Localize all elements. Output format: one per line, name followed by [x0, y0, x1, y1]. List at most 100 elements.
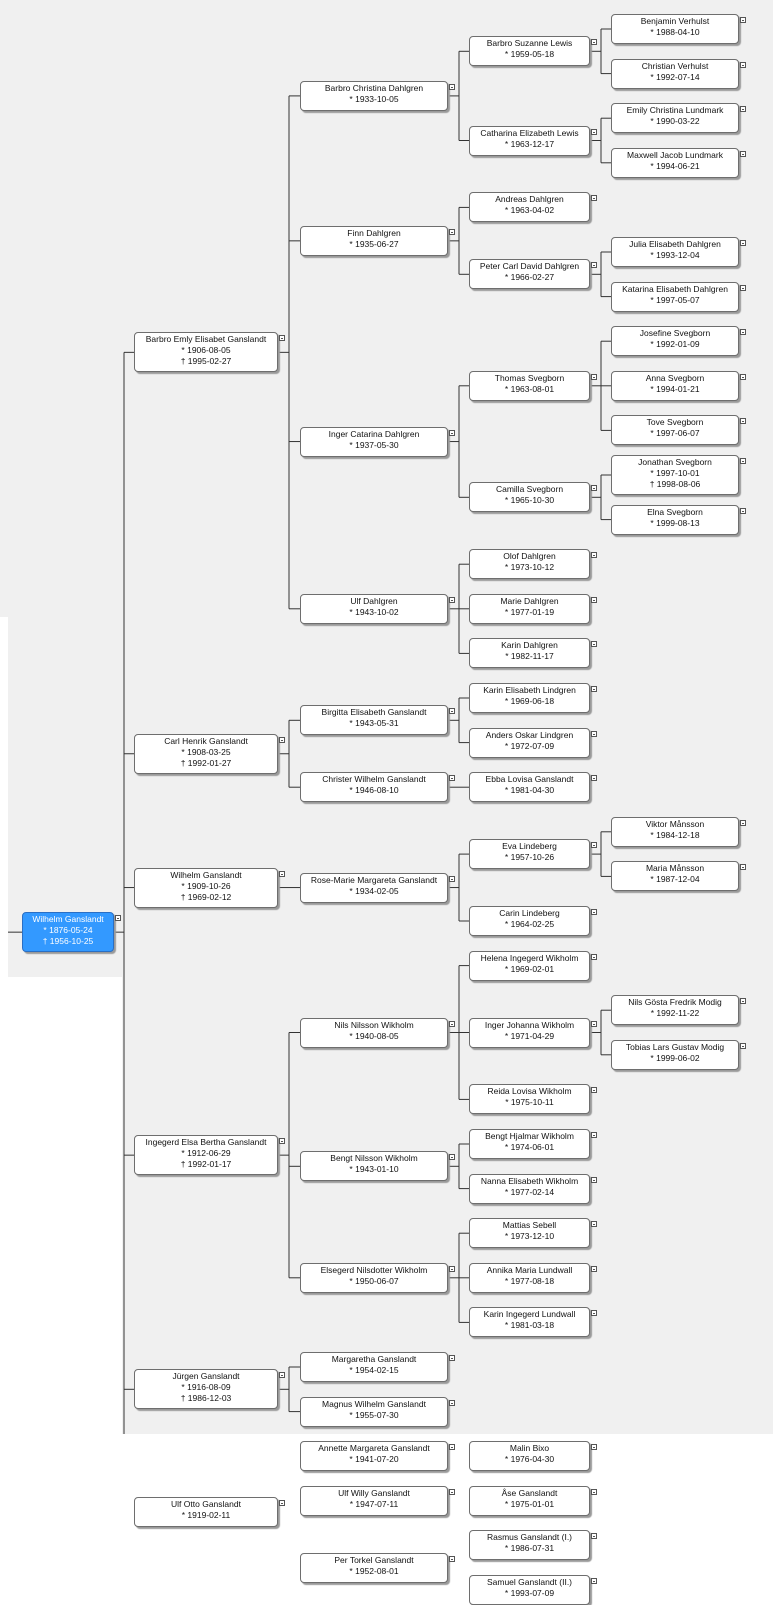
person-node[interactable]: Katarina Elisabeth Dahlgren* 1997-05-07: [611, 281, 739, 312]
expand-toggle-icon[interactable]: [740, 418, 746, 425]
expand-toggle-icon[interactable]: [740, 1042, 746, 1049]
expand-toggle-icon[interactable]: [740, 106, 746, 113]
expand-toggle-icon[interactable]: [591, 128, 597, 135]
expand-toggle-icon[interactable]: [449, 596, 455, 603]
expand-toggle-icon[interactable]: [449, 1020, 455, 1027]
person-node[interactable]: Marie Dahlgren* 1977-01-19: [469, 593, 590, 624]
person-node[interactable]: Andreas Dahlgren* 1963-04-02: [469, 192, 590, 223]
person-node[interactable]: Samuel Ganslandt (II.)* 1993-07-09: [469, 1575, 590, 1605]
expand-toggle-icon[interactable]: [591, 1310, 597, 1317]
person-node[interactable]: Rose-Marie Margareta Ganslandt* 1934-02-…: [300, 872, 448, 903]
person-node[interactable]: Carl Henrik Ganslandt* 1908-03-25† 1992-…: [134, 733, 278, 774]
person-node[interactable]: Camilla Svegborn* 1965-10-30: [469, 482, 590, 513]
person-node[interactable]: Nanna Elisabeth Wikholm* 1977-02-14: [469, 1173, 590, 1204]
person-node[interactable]: Åse Ganslandt* 1975-01-01: [469, 1485, 590, 1516]
person-node[interactable]: Karin Ingegerd Lundwall* 1981-03-18: [469, 1307, 590, 1338]
person-node[interactable]: Annette Margareta Ganslandt* 1941-07-20: [300, 1441, 448, 1472]
person-node[interactable]: Josefine Svegborn* 1992-01-09: [611, 326, 739, 357]
person-node[interactable]: Catharina Elizabeth Lewis* 1963-12-17: [469, 125, 590, 156]
person-node[interactable]: Nils Gösta Fredrik Modig* 1992-11-22: [611, 995, 739, 1026]
person-node[interactable]: Finn Dahlgren* 1935-06-27: [300, 225, 448, 256]
person-node[interactable]: Inger Johanna Wikholm* 1971-04-29: [469, 1017, 590, 1048]
person-node[interactable]: Ulf Otto Ganslandt* 1919-02-11: [134, 1496, 278, 1527]
person-node[interactable]: Karin Elisabeth Lindgren* 1969-06-18: [469, 683, 590, 713]
expand-toggle-icon[interactable]: [449, 1355, 455, 1361]
expand-toggle-icon[interactable]: [279, 335, 285, 342]
expand-toggle-icon[interactable]: [591, 552, 597, 559]
expand-toggle-icon[interactable]: [279, 870, 285, 877]
person-node[interactable]: Karin Dahlgren* 1982-11-17: [469, 638, 590, 669]
expand-toggle-icon[interactable]: [591, 1020, 597, 1027]
person-node[interactable]: Barbro Suzanne Lewis* 1959-05-18: [469, 36, 590, 67]
expand-toggle-icon[interactable]: [591, 1578, 597, 1584]
expand-toggle-icon[interactable]: [591, 1221, 597, 1228]
expand-toggle-icon[interactable]: [591, 195, 597, 202]
person-node[interactable]: Peter Carl David Dahlgren* 1966-02-27: [469, 259, 590, 290]
person-node[interactable]: Rasmus Ganslandt (I.)* 1986-07-31: [469, 1530, 590, 1561]
person-node[interactable]: Julia Elisabeth Dahlgren* 1993-12-04: [611, 237, 739, 267]
expand-toggle-icon[interactable]: [740, 150, 746, 157]
expand-toggle-icon[interactable]: [591, 775, 597, 782]
expand-toggle-icon[interactable]: [279, 1499, 285, 1506]
person-node[interactable]: Benjamin Verhulst* 1988-04-10: [611, 14, 739, 44]
expand-toggle-icon[interactable]: [591, 1444, 597, 1451]
person-node[interactable]: Viktor Månsson* 1984-12-18: [611, 816, 739, 847]
expand-toggle-icon[interactable]: [591, 262, 597, 269]
person-node[interactable]: Maxwell Jacob Lundmark* 1994-06-21: [611, 147, 739, 178]
expand-toggle-icon[interactable]: [591, 39, 597, 46]
expand-toggle-icon[interactable]: [449, 1488, 455, 1495]
person-node[interactable]: Maria Månsson* 1987-12-04: [611, 861, 739, 892]
expand-toggle-icon[interactable]: [740, 507, 746, 514]
person-node[interactable]: Birgitta Elisabeth Ganslandt* 1943-05-31: [300, 705, 448, 736]
expand-toggle-icon[interactable]: [449, 875, 455, 882]
expand-toggle-icon[interactable]: [591, 373, 597, 380]
person-node[interactable]: Jonathan Svegborn* 1997-10-01† 1998-08-0…: [611, 455, 739, 495]
expand-toggle-icon[interactable]: [591, 1132, 597, 1138]
expand-toggle-icon[interactable]: [740, 864, 746, 871]
person-node[interactable]: Anders Oskar Lindgren* 1972-07-09: [469, 727, 590, 758]
expand-toggle-icon[interactable]: [449, 83, 455, 90]
expand-toggle-icon[interactable]: [591, 1176, 597, 1183]
person-node[interactable]: Olof Dahlgren* 1973-10-12: [469, 549, 590, 580]
person-node[interactable]: Margaretha Ganslandt* 1954-02-15: [300, 1352, 448, 1382]
expand-toggle-icon[interactable]: [449, 1265, 455, 1272]
expand-toggle-icon[interactable]: [740, 373, 746, 380]
expand-toggle-icon[interactable]: [591, 1265, 597, 1272]
person-node[interactable]: Wilhelm Ganslandt* 1909-10-26† 1969-02-1…: [134, 867, 278, 908]
person-node[interactable]: Ingegerd Elsa Bertha Ganslandt* 1912-06-…: [134, 1135, 278, 1176]
person-node[interactable]: Thomas Svegborn* 1963-08-01: [469, 370, 590, 401]
expand-toggle-icon[interactable]: [279, 736, 285, 743]
expand-toggle-icon[interactable]: [591, 686, 597, 692]
expand-toggle-icon[interactable]: [591, 1488, 597, 1495]
person-node[interactable]: Jürgen Ganslandt* 1916-08-09† 1986-12-03: [134, 1369, 278, 1410]
person-node[interactable]: Mattias Sebell* 1973-12-10: [469, 1218, 590, 1249]
expand-toggle-icon[interactable]: [740, 61, 746, 68]
expand-toggle-icon[interactable]: [279, 1138, 285, 1145]
person-node[interactable]: Ebba Lovisa Ganslandt* 1981-04-30: [469, 772, 590, 803]
person-node[interactable]: Bengt Nilsson Wikholm* 1943-01-10: [300, 1151, 448, 1182]
expand-toggle-icon[interactable]: [740, 329, 746, 336]
person-node[interactable]: Ulf Willy Ganslandt* 1947-07-11: [300, 1485, 448, 1516]
person-node[interactable]: Emily Christina Lundmark* 1990-03-22: [611, 103, 739, 134]
person-node[interactable]: Per Torkel Ganslandt* 1952-08-01: [300, 1552, 448, 1583]
person-node[interactable]: Inger Catarina Dahlgren* 1937-05-30: [300, 426, 448, 457]
person-node[interactable]: Bengt Hjalmar Wikholm* 1974-06-01: [469, 1129, 590, 1159]
expand-toggle-icon[interactable]: [591, 485, 597, 492]
expand-toggle-icon[interactable]: [449, 1555, 455, 1562]
person-node[interactable]: Magnus Wilhelm Ganslandt* 1955-07-30: [300, 1396, 448, 1427]
person-node[interactable]: Reida Lovisa Wikholm* 1975-10-11: [469, 1084, 590, 1115]
expand-toggle-icon[interactable]: [591, 953, 597, 960]
expand-toggle-icon[interactable]: [449, 1154, 455, 1161]
expand-toggle-icon[interactable]: [740, 458, 746, 464]
expand-toggle-icon[interactable]: [740, 240, 746, 246]
person-node[interactable]: Tove Svegborn* 1997-06-07: [611, 415, 739, 446]
expand-toggle-icon[interactable]: [279, 1372, 285, 1379]
person-node[interactable]: Tobias Lars Gustav Modig* 1999-06-02: [611, 1039, 739, 1070]
expand-toggle-icon[interactable]: [449, 708, 455, 715]
expand-toggle-icon[interactable]: [591, 596, 597, 603]
expand-toggle-icon[interactable]: [591, 1087, 597, 1094]
expand-toggle-icon[interactable]: [591, 1533, 597, 1540]
expand-toggle-icon[interactable]: [740, 819, 746, 826]
expand-toggle-icon[interactable]: [449, 1399, 455, 1406]
person-node[interactable]: Annika Maria Lundwall* 1977-08-18: [469, 1262, 590, 1293]
